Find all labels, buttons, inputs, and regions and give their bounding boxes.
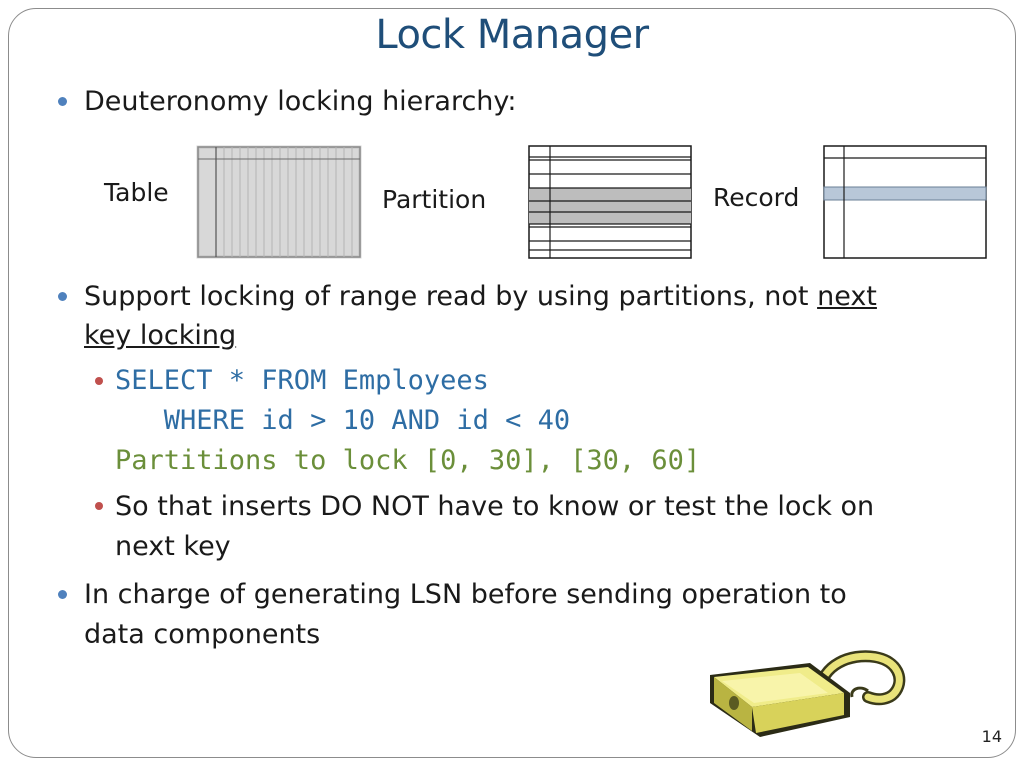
lsn-text-line2: data components — [84, 619, 321, 650]
code-partitions-line: Partitions to lock [0, 30], [30, 60] — [115, 445, 701, 476]
page-number: 14 — [981, 727, 1002, 746]
bullet-dot — [58, 97, 67, 106]
next-key-link-part2: key locking — [84, 320, 237, 351]
partition-diagram — [528, 145, 692, 259]
bullet-dot — [58, 590, 67, 599]
table-diagram — [196, 145, 362, 259]
padlock-icon — [710, 650, 906, 737]
bullet-hierarchy: Deuteronomy locking hierarchy: — [84, 86, 517, 117]
partition-label: Partition — [382, 185, 487, 214]
slide-frame — [8, 8, 1016, 758]
bullet-dot — [58, 292, 67, 301]
record-label: Record — [713, 183, 800, 212]
record-diagram — [823, 145, 987, 259]
range-read-text: Support locking of range read by using p… — [84, 281, 818, 312]
slide-title: Lock Manager — [375, 12, 649, 58]
code-select-line: SELECT * FROM Employees — [115, 365, 489, 396]
inserts-text-line2: next key — [115, 531, 231, 562]
bullet-range-read: Support locking of range read by using p… — [84, 277, 984, 355]
table-label: Table — [104, 178, 169, 207]
code-where-line: WHERE id > 10 AND id < 40 — [115, 405, 571, 436]
next-key-link-part1: next — [817, 281, 877, 312]
subbullet-dot — [95, 377, 103, 385]
subbullet-dot — [95, 502, 103, 510]
lsn-text-line1: In charge of generating LSN before sendi… — [84, 579, 847, 610]
inserts-text-line1: So that inserts DO NOT have to know or t… — [115, 491, 875, 522]
